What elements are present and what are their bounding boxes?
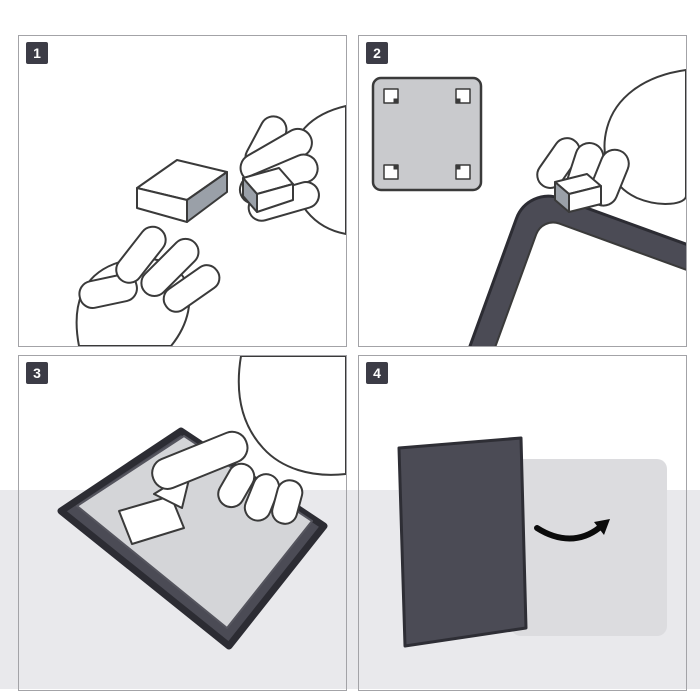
adhesive-pad-a: [136, 159, 228, 223]
panel-board: [397, 436, 528, 648]
mounting-plate: [371, 76, 483, 192]
left-hand: [75, 225, 221, 346]
press-pad-illustration: [57, 356, 346, 650]
corner-pad: [554, 173, 602, 213]
separate-pads-illustration: [75, 105, 346, 346]
right-hand: [238, 105, 346, 235]
plate-hole-marks: [393, 98, 461, 170]
hand: [151, 356, 346, 525]
step-4-badge: 4: [366, 362, 388, 384]
adhesive-pad-b: [242, 167, 294, 213]
wall-plate: [511, 459, 667, 636]
mount-panel-illustration: [397, 436, 667, 648]
step-panel-2: 2: [358, 35, 687, 347]
step-1-badge: 1: [26, 42, 48, 64]
step-3-badge: 3: [26, 362, 48, 384]
step-panel-1: 1: [18, 35, 347, 347]
mount-arrow-icon: [534, 519, 610, 542]
step-2-badge: 2: [366, 42, 388, 64]
place-pad-on-corner-illustration: [371, 69, 686, 346]
step-panel-3: 3: [18, 355, 347, 691]
step-panel-4: 4: [358, 355, 687, 691]
tablet-corner: [447, 194, 686, 346]
